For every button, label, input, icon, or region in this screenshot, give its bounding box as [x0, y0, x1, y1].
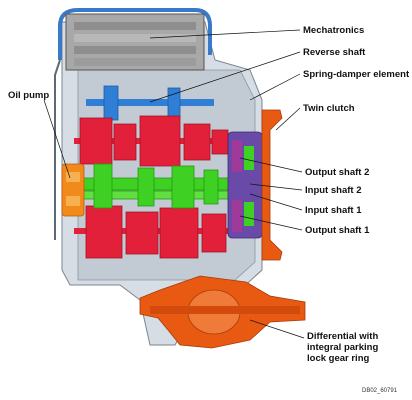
label-differential-line3: lock gear ring — [307, 353, 370, 364]
differential-shaft — [150, 306, 300, 314]
input-gear — [93, 163, 113, 209]
cooling-pipe — [58, 8, 212, 60]
label-mechatronics: Mechatronics — [303, 25, 365, 36]
output-gear — [139, 115, 181, 167]
mechatronics-plate — [74, 46, 196, 54]
output-gear — [79, 117, 113, 165]
clutch-plates — [244, 202, 254, 226]
reverse-gear-left — [103, 85, 119, 121]
clutch-plates — [244, 146, 254, 170]
output-shaft-1 — [74, 228, 244, 234]
clutch-pack — [232, 140, 242, 172]
label-input-shaft-1: Input shaft 1 — [305, 205, 362, 216]
output-gear — [201, 213, 227, 253]
label-reverse-shaft: Reverse shaft — [303, 47, 366, 58]
output-gear — [125, 211, 159, 255]
label-twin-clutch: Twin clutch — [303, 103, 355, 114]
label-output-shaft-2: Output shaft 2 — [305, 167, 370, 178]
output-gear — [113, 123, 137, 161]
oil-pump — [61, 163, 85, 217]
clutch-pack — [232, 200, 242, 232]
leader-lines — [43, 29, 305, 339]
mechatronics-plate — [74, 34, 196, 42]
mechatronics-plate — [74, 58, 196, 66]
label-input-shaft-2: Input shaft 2 — [305, 185, 362, 196]
mechatronics-plate — [74, 22, 196, 30]
reverse-shaft — [86, 99, 214, 106]
label-oil-pump: Oil pump — [8, 90, 50, 101]
label-differential-line1: Differential with — [307, 331, 379, 342]
label-output-shaft-1: Output shaft 1 — [305, 225, 370, 236]
cooling-pipe-left — [54, 59, 61, 240]
output-gear — [85, 205, 123, 259]
output-gear — [159, 207, 199, 259]
input-gear — [137, 167, 155, 207]
figure-code: DB02_60791 — [362, 388, 398, 394]
input-gear — [171, 165, 195, 209]
label-spring-damper-element: Spring-damper element — [303, 69, 410, 80]
label-differential-line2: integral parking — [307, 342, 379, 353]
output-gear — [211, 129, 229, 155]
output-gear — [183, 123, 211, 161]
input-gear — [203, 169, 219, 205]
twin-clutch — [261, 109, 283, 261]
oil-pump-detail — [66, 196, 80, 206]
oil-pump-detail — [66, 172, 80, 182]
